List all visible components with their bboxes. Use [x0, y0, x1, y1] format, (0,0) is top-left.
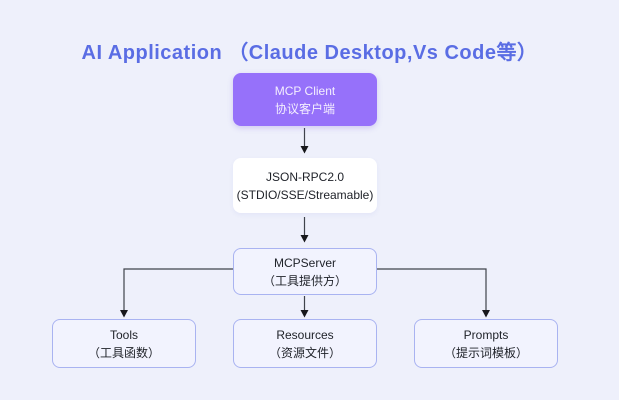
node-jsonrpc: JSON-RPC2.0 (STDIO/SSE/Streamable): [233, 158, 377, 213]
node-mcp-client-subtitle: 协议客户端: [274, 101, 335, 116]
node-prompts-subtitle: （提示词模板）: [443, 345, 528, 360]
node-resources-subtitle: （资源文件）: [268, 345, 341, 360]
node-jsonrpc-subtitle: (STDIO/SSE/Streamable): [236, 187, 374, 202]
node-resources: Resources （资源文件）: [233, 319, 377, 368]
arrow-client-to-jsonrpc: [300, 128, 309, 154]
node-mcp-client: MCP Client 协议客户端: [233, 73, 377, 126]
node-mcp-server-title: MCPServer: [273, 255, 336, 270]
diagram-title: AI Application （Claude Desktop,Vs Code等）: [81, 42, 538, 64]
node-mcp-server: MCPServer （工具提供方）: [233, 248, 377, 295]
node-prompts-title: Prompts: [463, 327, 509, 342]
node-prompts: Prompts （提示词模板）: [414, 319, 558, 368]
node-tools-title: Tools: [109, 327, 138, 342]
arrow-jsonrpc-to-server: [300, 217, 309, 243]
node-tools-subtitle: （工具函数）: [87, 345, 160, 360]
arrow-server-to-resources: [300, 296, 309, 318]
arrow-server-to-prompts: [377, 268, 490, 318]
node-mcp-client-title: MCP Client: [274, 83, 336, 98]
node-tools: Tools （工具函数）: [52, 319, 196, 368]
node-resources-title: Resources: [276, 327, 334, 342]
node-mcp-server-subtitle: （工具提供方）: [262, 273, 347, 288]
arrow-server-to-tools: [120, 268, 233, 318]
node-jsonrpc-title: JSON-RPC2.0: [265, 169, 345, 184]
